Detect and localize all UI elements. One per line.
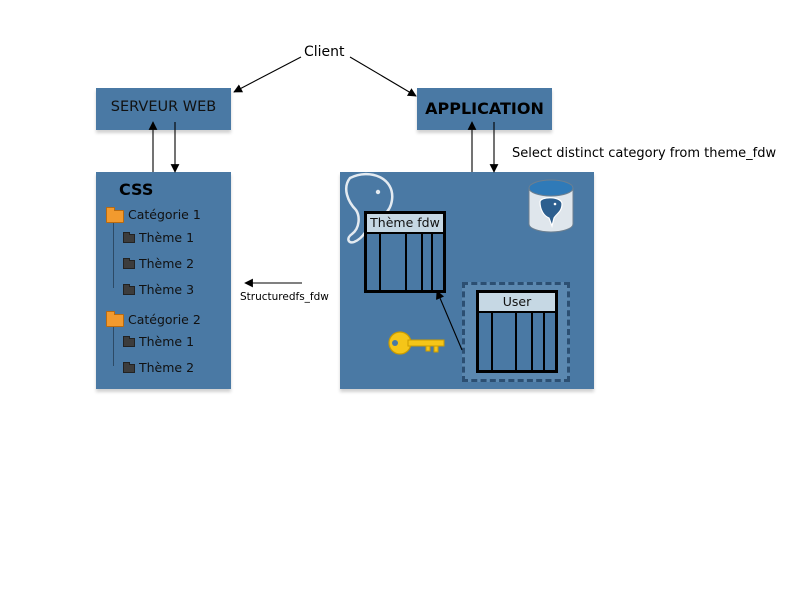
- theme-label[interactable]: Thème 1: [139, 230, 195, 245]
- theme-label[interactable]: Thème 2: [139, 360, 195, 375]
- serveur-web-box: SERVEUR WEB: [96, 88, 231, 130]
- user-table[interactable]: User: [476, 290, 558, 373]
- table-column-line: [379, 234, 381, 290]
- theme-fdw-table-title: Thème fdw: [367, 214, 443, 234]
- table-column-line: [543, 313, 545, 370]
- postgresql-database-icon: [528, 179, 574, 233]
- theme-folder-icon: [123, 258, 135, 269]
- user-table-title: User: [479, 293, 555, 313]
- folder-icon: [106, 311, 124, 327]
- serveur-web-label: SERVEUR WEB: [110, 99, 217, 115]
- theme-folder-icon: [123, 362, 135, 373]
- theme-fdw-table[interactable]: Thème fdw: [364, 211, 446, 293]
- client-to-application-arrow: [349, 56, 417, 97]
- theme-label[interactable]: Thème 2: [139, 256, 195, 271]
- table-column-line: [431, 234, 433, 290]
- client-label: Client: [304, 44, 345, 60]
- key-icon: [388, 331, 445, 355]
- client-to-serveur-arrow: [233, 56, 302, 93]
- css-title: CSS: [119, 180, 154, 199]
- table-column-line: [515, 313, 517, 370]
- elephant-watermark-icon: [345, 172, 394, 244]
- folder-icon: [106, 207, 124, 223]
- table-column-line: [405, 234, 407, 290]
- database-panel: Thème fdw User: [340, 172, 594, 389]
- application-label: APPLICATION: [425, 99, 544, 118]
- table-column-line: [421, 234, 423, 290]
- theme-folder-icon: [123, 336, 135, 347]
- theme-label[interactable]: Thème 3: [139, 282, 195, 297]
- theme-folder-icon: [123, 284, 135, 295]
- table-column-line: [491, 313, 493, 370]
- query-label: Select distinct category from theme_fdw: [512, 146, 777, 161]
- tree-line-2: [113, 326, 114, 366]
- table-column-line: [531, 313, 533, 370]
- theme-folder-icon: [123, 232, 135, 243]
- application-box: APPLICATION: [417, 88, 552, 130]
- css-panel: CSS Catégorie 1 Thème 1 Thème 2 Thème 3 …: [96, 172, 231, 389]
- theme-label[interactable]: Thème 1: [139, 334, 195, 349]
- fdw-arrow-label: Structuredfs_fdw: [240, 291, 329, 303]
- category-label[interactable]: Catégorie 1: [128, 207, 201, 222]
- category-label[interactable]: Catégorie 2: [128, 312, 201, 327]
- tree-line-1: [113, 222, 114, 288]
